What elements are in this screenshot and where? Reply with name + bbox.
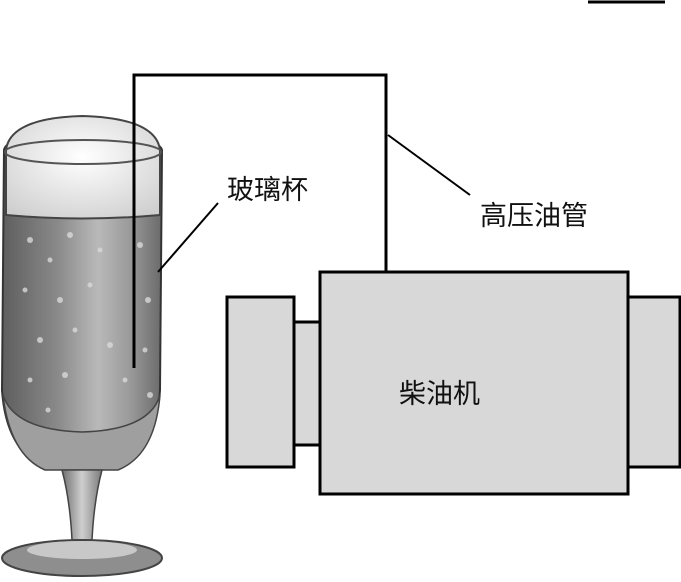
glass-leader-line (157, 202, 219, 273)
pipe-label: 高压油管 (480, 201, 588, 232)
high-pressure-pipe (132, 73, 388, 368)
glass-foam (5, 114, 161, 220)
bubbles (22, 232, 153, 413)
engine-right-cap (626, 295, 681, 469)
glass-bottom (2, 394, 161, 471)
engine-main-body (318, 270, 630, 496)
glass-rim (4, 139, 162, 165)
glass-base-top (27, 541, 137, 559)
diesel-engine (225, 270, 681, 496)
engine-left-collar (292, 320, 322, 447)
engine-left-cap (225, 295, 296, 469)
glass-stem (61, 469, 103, 541)
pipe-leader-line (387, 134, 471, 196)
engine-label: 柴油机 (399, 379, 480, 410)
glass (0, 114, 164, 577)
glass-label: 玻璃杯 (227, 175, 308, 206)
